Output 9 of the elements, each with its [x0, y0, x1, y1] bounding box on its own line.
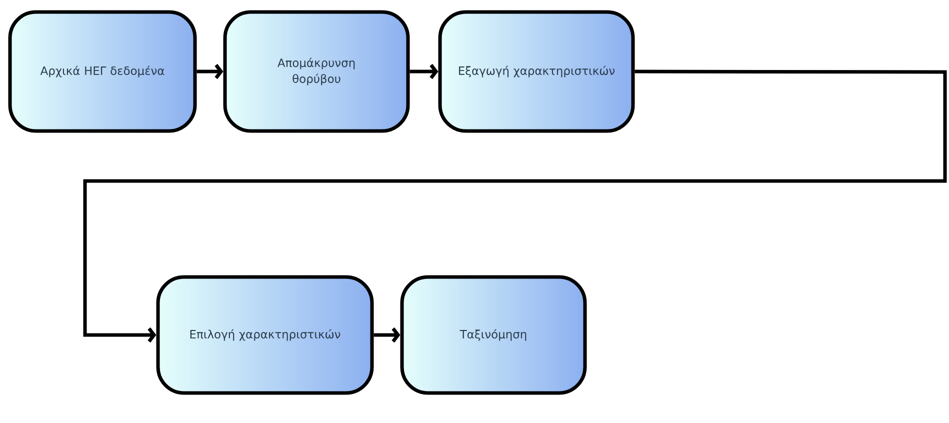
process-box: Ταξινόμηση	[400, 275, 587, 395]
process-box: Εξαγωγή χαρακτηριστικών	[438, 10, 635, 133]
process-box: Αρχικά ΗΕΓ δεδομένα	[8, 10, 197, 133]
process-box: Επιλογή χαρακτηριστικών	[156, 275, 374, 395]
arrow	[196, 64, 224, 80]
arrow	[410, 64, 438, 80]
arrow	[374, 327, 400, 343]
process-box: Απομάκρυνση θορύβου	[223, 10, 410, 133]
arrow	[83, 70, 947, 343]
